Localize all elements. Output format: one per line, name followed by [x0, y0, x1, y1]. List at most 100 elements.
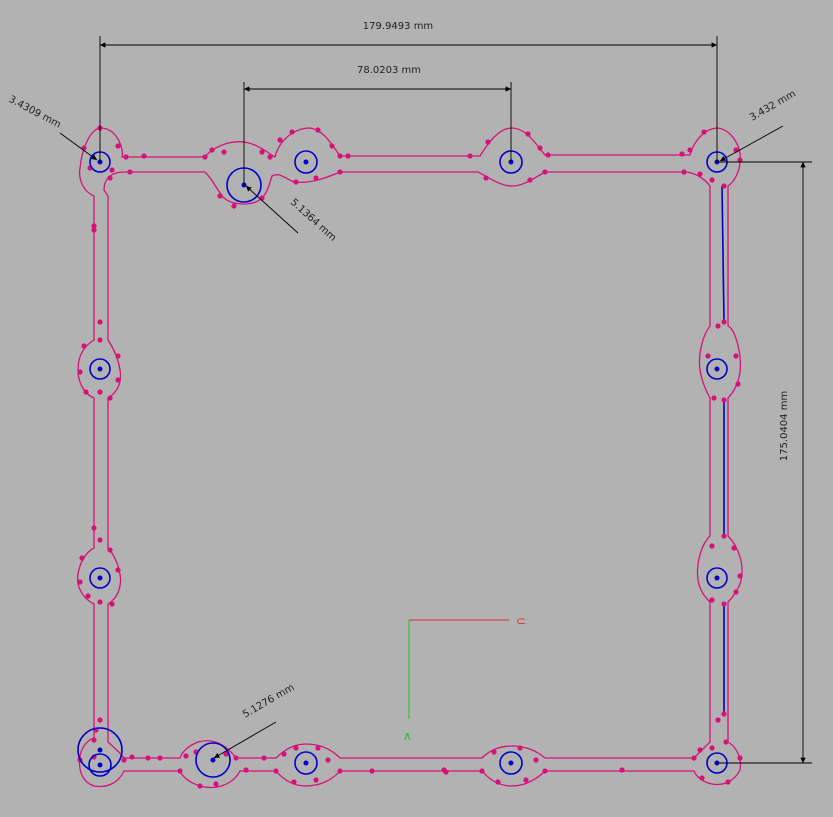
profile-point[interactable]	[325, 757, 331, 763]
radius-leader-top-left[interactable]	[59, 132, 98, 161]
profile-point[interactable]	[737, 573, 743, 579]
hole-center-point[interactable]	[714, 366, 720, 372]
hole-center-point[interactable]	[303, 159, 309, 165]
profile-point[interactable]	[221, 149, 227, 155]
profile-point[interactable]	[329, 143, 335, 149]
profile-point[interactable]	[315, 127, 321, 133]
profile-point[interactable]	[711, 395, 717, 401]
profile-points[interactable]	[77, 125, 743, 789]
profile-point[interactable]	[177, 768, 183, 774]
width-dimension-label[interactable]: 179.9493 mm	[363, 21, 433, 32]
profile-point[interactable]	[681, 169, 687, 175]
profile-point[interactable]	[107, 395, 113, 401]
profile-point[interactable]	[91, 525, 97, 531]
profile-point[interactable]	[701, 129, 707, 135]
profile-point[interactable]	[369, 768, 375, 774]
profile-point[interactable]	[467, 153, 473, 159]
profile-point[interactable]	[293, 179, 299, 185]
radius-label-bottom-mid[interactable]: 5.1276 mm	[241, 682, 296, 720]
outer-profile-path[interactable]	[76, 127, 743, 789]
radius-leader-bottom-mid[interactable]	[213, 721, 277, 759]
radius-leader-top-right[interactable]	[719, 125, 784, 162]
profile-point[interactable]	[733, 589, 739, 595]
hole-center-point[interactable]	[97, 747, 103, 753]
profile-point[interactable]	[115, 143, 121, 149]
profile-point[interactable]	[337, 768, 343, 774]
profile-point[interactable]	[715, 323, 721, 329]
profile-point[interactable]	[483, 175, 489, 181]
profile-point[interactable]	[709, 597, 715, 603]
profile-point[interactable]	[721, 711, 727, 717]
hole-circle[interactable]	[88, 753, 112, 777]
profile-point[interactable]	[233, 755, 239, 761]
profile-point[interactable]	[115, 377, 121, 383]
profile-point[interactable]	[91, 223, 97, 229]
hole-circle[interactable]	[294, 751, 318, 775]
profile-point[interactable]	[83, 389, 89, 395]
profile-point[interactable]	[145, 755, 151, 761]
hole-center-point[interactable]	[714, 575, 720, 581]
hole-circle[interactable]	[89, 567, 111, 589]
profile-point[interactable]	[129, 754, 135, 760]
profile-point[interactable]	[291, 779, 297, 785]
profile-point[interactable]	[709, 745, 715, 751]
profile-point[interactable]	[721, 397, 727, 403]
profile-point[interactable]	[141, 153, 147, 159]
profile-point[interactable]	[197, 783, 203, 789]
profile-point[interactable]	[721, 319, 727, 325]
profile-point[interactable]	[705, 353, 711, 359]
profile-point[interactable]	[281, 751, 287, 757]
profile-point[interactable]	[731, 545, 737, 551]
profile-point[interactable]	[77, 369, 83, 375]
profile-point[interactable]	[267, 154, 273, 160]
profile-point[interactable]	[127, 169, 133, 175]
profile-point[interactable]	[337, 169, 343, 175]
profile-point[interactable]	[261, 755, 267, 761]
profile-point[interactable]	[315, 745, 321, 751]
profile-point[interactable]	[91, 227, 97, 233]
profile-point[interactable]	[525, 131, 531, 137]
profile-point[interactable]	[202, 154, 208, 160]
profile-point[interactable]	[243, 767, 249, 773]
profile-point[interactable]	[277, 137, 283, 143]
selected-edge[interactable]	[721, 185, 725, 714]
hole-center-point[interactable]	[303, 760, 309, 766]
profile-point[interactable]	[109, 167, 115, 173]
profile-point[interactable]	[85, 593, 91, 599]
profile-point[interactable]	[737, 755, 743, 761]
profile-point[interactable]	[97, 389, 103, 395]
profile-point[interactable]	[723, 739, 729, 745]
profile-point[interactable]	[107, 547, 113, 553]
radius-label-top-left[interactable]: 3.4309 mm	[7, 94, 63, 131]
profile-point[interactable]	[709, 543, 715, 549]
profile-point[interactable]	[687, 147, 693, 153]
profile-point[interactable]	[495, 779, 501, 785]
profile-point[interactable]	[123, 154, 129, 160]
radius-leader-top-mid[interactable]	[245, 185, 299, 234]
profile-point[interactable]	[313, 175, 319, 181]
profile-point[interactable]	[97, 599, 103, 605]
profile-point[interactable]	[231, 203, 237, 209]
profile-point[interactable]	[273, 768, 279, 774]
profile-point[interactable]	[533, 757, 539, 763]
profile-point[interactable]	[109, 601, 115, 607]
hole-center-point[interactable]	[97, 575, 103, 581]
profile-point[interactable]	[721, 533, 727, 539]
profile-point[interactable]	[537, 145, 543, 151]
profile-point[interactable]	[259, 149, 265, 155]
profile-point[interactable]	[733, 353, 739, 359]
profile-point[interactable]	[619, 767, 625, 773]
profile-point[interactable]	[735, 381, 741, 387]
hole-circle[interactable]	[294, 150, 318, 174]
profile-point[interactable]	[97, 319, 103, 325]
profile-point[interactable]	[81, 145, 87, 151]
hole-center-point[interactable]	[97, 366, 103, 372]
profile-point[interactable]	[289, 129, 295, 135]
spacing-dimension-label[interactable]: 78.0203 mm	[357, 65, 421, 76]
profile-point[interactable]	[97, 537, 103, 543]
dimensions[interactable]	[59, 36, 812, 764]
profile-point[interactable]	[213, 781, 219, 787]
profile-point[interactable]	[721, 183, 727, 189]
profile-point[interactable]	[217, 193, 223, 199]
profile-point[interactable]	[697, 171, 703, 177]
